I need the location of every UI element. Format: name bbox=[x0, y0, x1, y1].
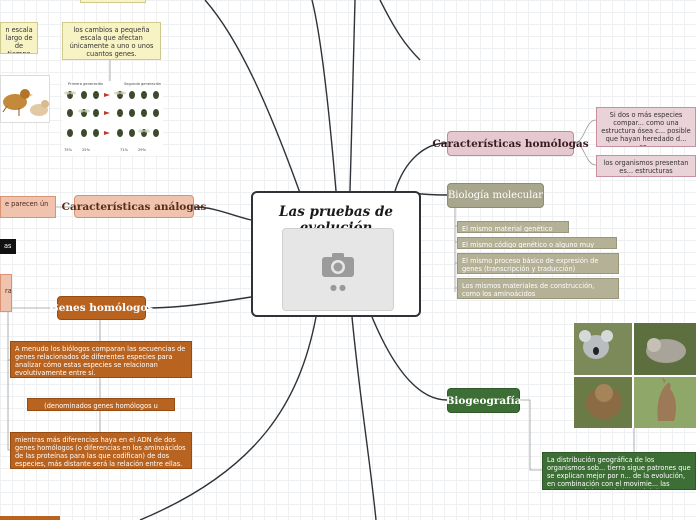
genes-note-2[interactable]: (denominados genes homólogos u ortólogos… bbox=[27, 398, 175, 411]
second-generation-label: Segunda generación bbox=[124, 82, 162, 86]
biogeography-note[interactable]: La distribución geográfica de los organi… bbox=[542, 452, 696, 490]
scale-note[interactable]: n escala largo de de tiempo bbox=[0, 22, 38, 54]
genes-note-3[interactable]: mientras más diferencias haya en el ADN … bbox=[10, 432, 192, 469]
yellow-topic-edge[interactable] bbox=[80, 0, 146, 3]
molecular-item-1[interactable]: El mismo material genético (ADN) bbox=[457, 221, 569, 233]
fly-generations-figure[interactable]: Primera generación Segunda generación 75… bbox=[62, 81, 163, 155]
small-changes-note[interactable]: los cambios a pequeña escala que afectan… bbox=[62, 22, 161, 60]
first-gen-pct-a: 75% bbox=[64, 148, 72, 152]
second-gen-pct-b: 29% bbox=[138, 148, 146, 152]
genes-note-1[interactable]: A menudo los biólogos comparan las secue… bbox=[10, 341, 192, 378]
topic-molecular-biology[interactable]: Biología molecular bbox=[447, 183, 544, 208]
carousel-dots: ●● bbox=[330, 283, 348, 292]
homologous-note-2[interactable]: los organismos presentan es... estructur… bbox=[596, 155, 696, 177]
next-topic-edge[interactable] bbox=[0, 516, 60, 520]
topic-analogous-characteristics[interactable]: Características análogas bbox=[62, 195, 206, 218]
marsupials-photo[interactable] bbox=[574, 323, 696, 428]
peach-tag[interactable]: ra bbox=[0, 274, 12, 312]
black-tag[interactable]: as bbox=[0, 239, 16, 254]
marsupials-illustration bbox=[574, 323, 696, 428]
camera-icon bbox=[322, 253, 354, 277]
second-gen-pct-a: 71% bbox=[120, 148, 128, 152]
birds-illustration bbox=[2, 89, 49, 116]
birds-photo[interactable] bbox=[0, 75, 50, 123]
topic-homologous-genes[interactable]: Genes homólogos bbox=[50, 296, 153, 320]
central-topic[interactable]: Las pruebas de evolución ●● bbox=[251, 191, 421, 317]
homologous-note-1[interactable]: Si dos o más especies compar... como una… bbox=[596, 107, 696, 147]
fruit-flies-diagram bbox=[64, 91, 159, 137]
image-placeholder[interactable]: ●● bbox=[282, 228, 394, 311]
topic-biogeography[interactable]: Biogeografía bbox=[446, 388, 521, 413]
topic-homologous-characteristics[interactable]: Características homólogas bbox=[432, 131, 589, 156]
first-generation-label: Primera generación bbox=[68, 82, 104, 86]
molecular-item-2[interactable]: El mismo código genético o alguno muy pa… bbox=[457, 237, 617, 249]
analogous-note[interactable]: e parecen ún bbox=[0, 196, 56, 218]
first-gen-pct-b: 25% bbox=[82, 148, 90, 152]
molecular-item-4[interactable]: Los mismos materiales de construcción, c… bbox=[457, 278, 619, 299]
molecular-item-3[interactable]: El mismo proceso básico de expresión de … bbox=[457, 253, 619, 274]
